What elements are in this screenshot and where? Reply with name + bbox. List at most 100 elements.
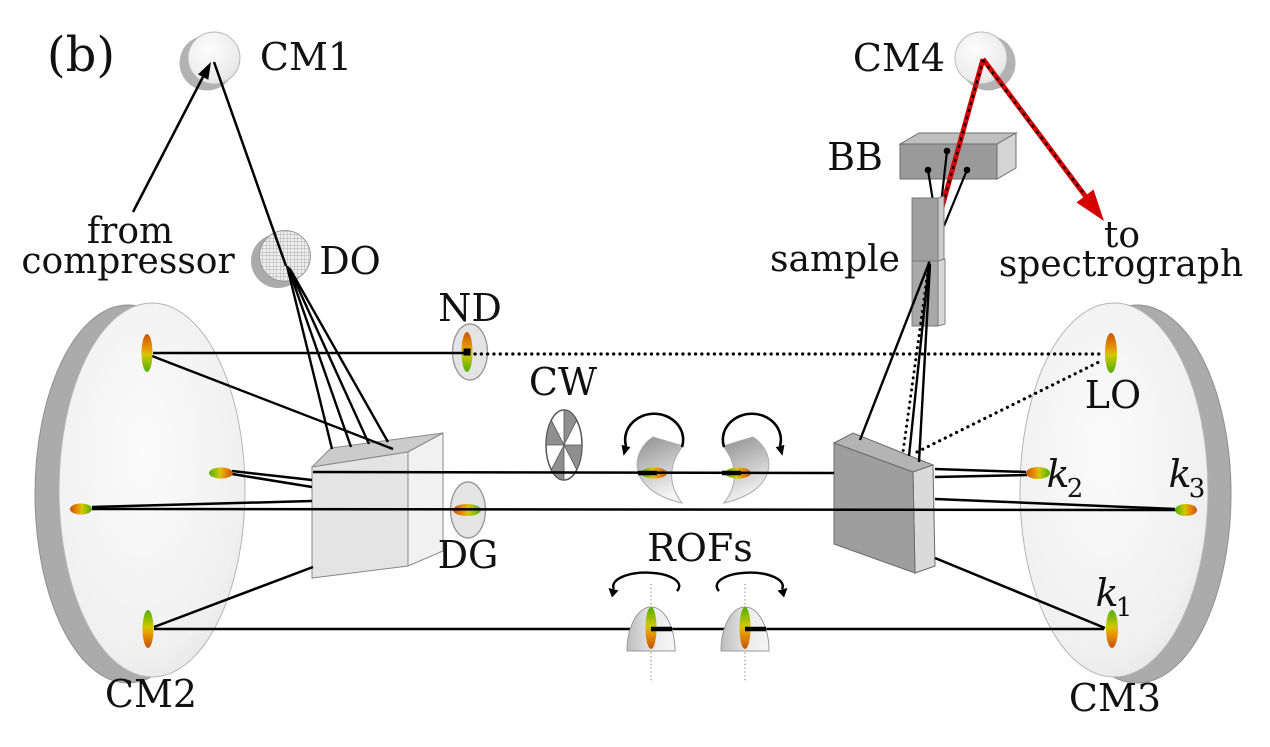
- mirror-beam-spots: [70, 333, 1197, 648]
- cm2-top-spot: [141, 334, 153, 372]
- cm2-mid-beam: [231, 469, 313, 482]
- label-cm2: CM2: [105, 672, 197, 716]
- cm2-left-beam: [91, 499, 313, 509]
- rotation-loop-left-arrowhead-icon: [608, 588, 619, 598]
- diffractive-optic-do: [251, 230, 311, 288]
- sample-top-front: [911, 197, 939, 262]
- cm3-face: [1019, 302, 1209, 678]
- do-fan-beam: [285, 265, 334, 450]
- beam-from-compressor: [131, 70, 208, 213]
- rotation-arc-left-arrowhead-icon: [621, 444, 631, 456]
- beam-to-k3: [934, 497, 1176, 511]
- main-beams: [91, 351, 1177, 631]
- chopper-blade: [563, 409, 578, 446]
- do-fan-beam: [287, 267, 371, 445]
- label-dg: DG: [438, 533, 499, 577]
- label-bb: BB: [827, 135, 883, 179]
- pin-dot: [924, 166, 932, 174]
- lo-dotted-beams: [473, 352, 1106, 454]
- label-sample: sample: [770, 239, 900, 280]
- rof-wedges: [621, 412, 785, 504]
- beam-to-k1-diagonal: [934, 556, 1106, 630]
- label-k3-sub: 3: [1189, 474, 1206, 504]
- pin-dot: [963, 166, 971, 174]
- chopper-blade: [545, 419, 565, 446]
- k2-spot: [1026, 467, 1050, 479]
- label-k3: k: [1168, 452, 1191, 496]
- cm2-top-to-block-beam: [151, 354, 394, 451]
- label-cw: CW: [529, 360, 597, 404]
- curved-mirror-cm3: [1019, 302, 1232, 684]
- label-cm1: CM1: [260, 35, 352, 79]
- right-block-side-face: [912, 464, 936, 574]
- k1-spot: [1106, 610, 1118, 648]
- beam-block-bb: [898, 132, 1018, 180]
- chopper-blade: [563, 444, 583, 471]
- beam-dg-line: [91, 507, 1177, 512]
- thick-beam-segments: [638, 470, 766, 632]
- cm2-bottom-diagonal: [153, 565, 314, 629]
- arrowhead-into-cm1: [198, 62, 211, 80]
- label-to: to: [1104, 215, 1140, 256]
- cm2-mid-spot: [209, 467, 233, 479]
- sample-fan-beam: [917, 263, 932, 463]
- pin-dot: [943, 147, 951, 155]
- to-spectrograph-arrowhead-icon: [1076, 189, 1104, 221]
- k3-spot: [1175, 504, 1197, 516]
- lo-spot: [1105, 333, 1117, 373]
- do-grating-texture: [259, 230, 311, 282]
- label-from: from: [87, 211, 173, 252]
- label-k2: k: [1046, 452, 1069, 496]
- sample-holder: [911, 195, 946, 327]
- sample-fan-beam-dotted: [901, 261, 931, 454]
- cm2-left-spot: [70, 503, 92, 515]
- sample-top-edge: [937, 195, 945, 262]
- label-spectrograph: spectrograph: [999, 244, 1243, 285]
- label-rofs: ROFs: [647, 526, 753, 570]
- sample-fan-beam: [858, 262, 931, 441]
- left-block-front-face: [311, 451, 409, 579]
- label-k1-sub: 1: [1116, 593, 1133, 623]
- red-beam-dash-overlay: [935, 59, 985, 227]
- sample-fan-beams: [858, 261, 932, 463]
- chopper-wheel: [545, 409, 583, 481]
- label-do: DO: [319, 239, 381, 283]
- beam-middle: [312, 470, 835, 475]
- rotation-arc-left: [623, 412, 685, 448]
- beam-cm1-to-do: [212, 61, 288, 267]
- label-k2-sub: 2: [1067, 474, 1084, 504]
- panel-label: (b): [47, 27, 115, 83]
- cm1-face: [187, 31, 241, 85]
- label-cm4: CM4: [853, 36, 945, 80]
- rotation-loop-left: [612, 571, 681, 592]
- bb-pin-beams: [924, 147, 971, 227]
- label-cm3: CM3: [1069, 676, 1161, 720]
- do-fan-beam: [286, 266, 353, 448]
- beam-block-left: [310, 432, 444, 579]
- beam-to-k2: [934, 473, 1028, 479]
- cm2-face: [58, 302, 246, 678]
- chopper-blades: [545, 409, 583, 481]
- label-lo: LO: [1085, 373, 1141, 417]
- red-beam-dash-overlay: [982, 59, 1091, 203]
- rotation-loop-right: [715, 571, 784, 592]
- pin-beam: [942, 169, 969, 227]
- do-fan-beams: [151, 265, 394, 451]
- do-fan-beam: [288, 268, 390, 443]
- sample-bottom-edge: [937, 258, 946, 327]
- cm4-face: [954, 31, 1008, 85]
- red-beam-down: [980, 57, 1092, 203]
- cm2-mid-beam: [231, 472, 313, 489]
- mirror-cm1: [179, 31, 241, 91]
- rotation-arc-right-arrowhead-icon: [775, 444, 785, 456]
- sample-fan-beam: [907, 263, 931, 457]
- cm2-bottom-spot: [142, 610, 154, 648]
- input-beams: [131, 61, 288, 267]
- rotation-arc-right: [721, 412, 783, 448]
- rotation-loop-right-arrowhead-icon: [777, 588, 788, 598]
- signal-beam-red: [933, 57, 1104, 230]
- nd-pickoff-dot: [463, 348, 471, 356]
- label-k1: k: [1095, 571, 1118, 615]
